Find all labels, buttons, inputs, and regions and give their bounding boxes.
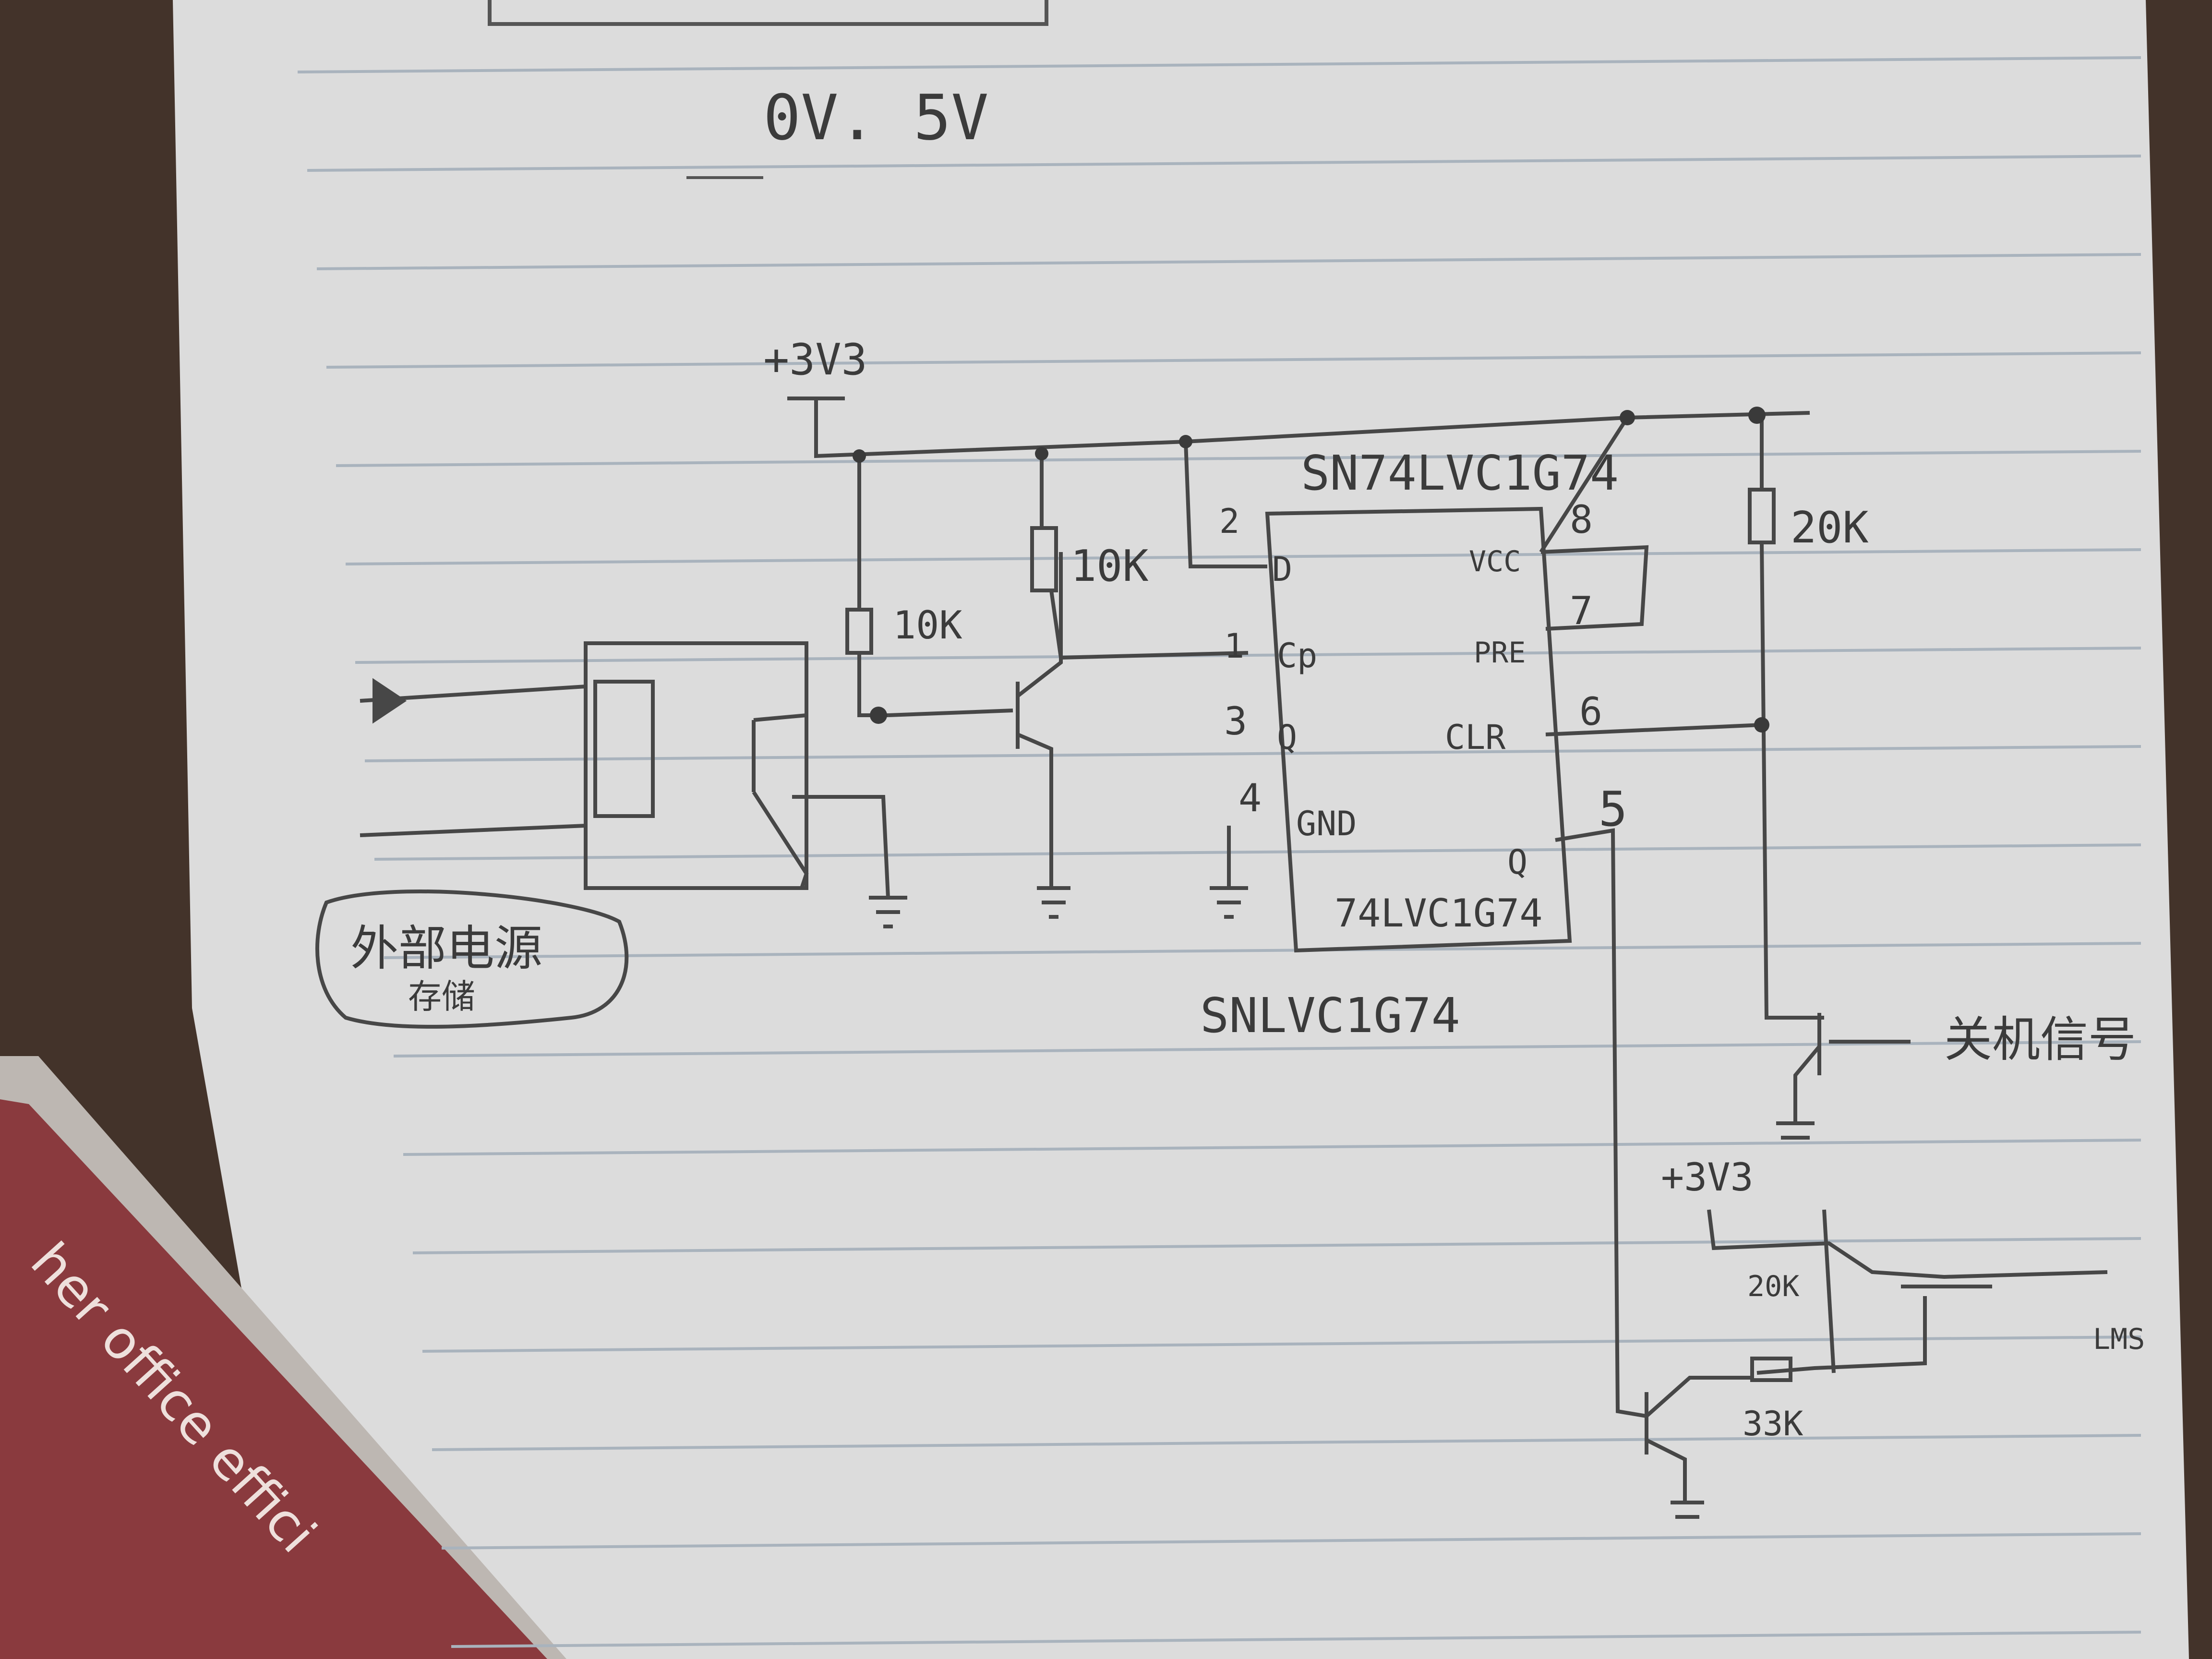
ruled-line: [297, 56, 2141, 73]
pin-number-1: 1: [1224, 626, 1244, 666]
pin-gnd-label: GND: [1296, 804, 1357, 843]
pin-cp-label: Cp: [1277, 636, 1317, 675]
supply-label-2: +3V3: [1661, 1155, 1754, 1200]
chip-bottom-label: SNLVC1G74: [1200, 987, 1460, 1044]
ruled-line: [355, 647, 2141, 664]
pin-number-4: 4: [1238, 776, 1262, 820]
resistor-r3-label: 20K: [1791, 503, 1869, 553]
output-right-label: LMS: [2093, 1322, 2145, 1356]
resistor-r5-label: 33K: [1743, 1404, 1803, 1443]
ruled-line: [336, 450, 2141, 467]
junction-dots: [853, 407, 1769, 733]
ruled-line: [345, 548, 2141, 565]
pin-pre-label: PRE: [1474, 636, 1526, 670]
ruled-line: [316, 253, 2141, 270]
ruled-line: [451, 1631, 2141, 1648]
ruled-line: [403, 1139, 2141, 1156]
ruled-line: [374, 843, 2141, 861]
ruled-lines: [297, 56, 2141, 1648]
pin-q-label: Q: [1507, 842, 1527, 882]
resistor-r1-label: 10K: [893, 603, 962, 648]
resistor-r4-label: 20K: [1747, 1270, 1799, 1303]
pin-d-label: D: [1272, 550, 1292, 589]
pin-number-7: 7: [1570, 589, 1593, 633]
supply-label: +3V3: [763, 335, 867, 385]
resistor-r2-label: 10K: [1070, 541, 1149, 591]
pin-number-8: 8: [1570, 497, 1593, 542]
top-sketch-box: [488, 0, 1048, 26]
external-input-label: 外部电源: [350, 920, 542, 976]
ruled-line: [326, 351, 2141, 369]
pin-number-6: 6: [1579, 689, 1602, 734]
external-input-sub-label: 存储: [408, 977, 475, 1016]
pin-number-2: 2: [1219, 502, 1239, 541]
pin-number-3: 3: [1224, 699, 1247, 744]
ruled-line: [307, 155, 2141, 172]
pin-clr-label: CLR: [1445, 718, 1506, 757]
chip-top-label: SN74LVC1G74: [1301, 445, 1619, 501]
note-top: 0V. 5V: [763, 81, 989, 154]
ruled-line: [422, 1335, 2141, 1353]
ruled-line: [364, 745, 2141, 762]
ruled-line: [441, 1532, 2141, 1550]
shutdown-signal-label: 关机信号: [1944, 1011, 2136, 1068]
ruled-line: [393, 1040, 2141, 1058]
ruled-line: [432, 1434, 2141, 1451]
red-book-edge: [0, 1056, 566, 1659]
ruled-line: [384, 942, 2141, 959]
pin-vcc-label: VCC: [1469, 545, 1521, 578]
ruled-line: [412, 1237, 2141, 1254]
chip-body-label: 74LVC1G74: [1334, 891, 1542, 936]
pin-qbar-label: Q: [1277, 718, 1297, 757]
pin-number-5: 5: [1599, 781, 1627, 837]
